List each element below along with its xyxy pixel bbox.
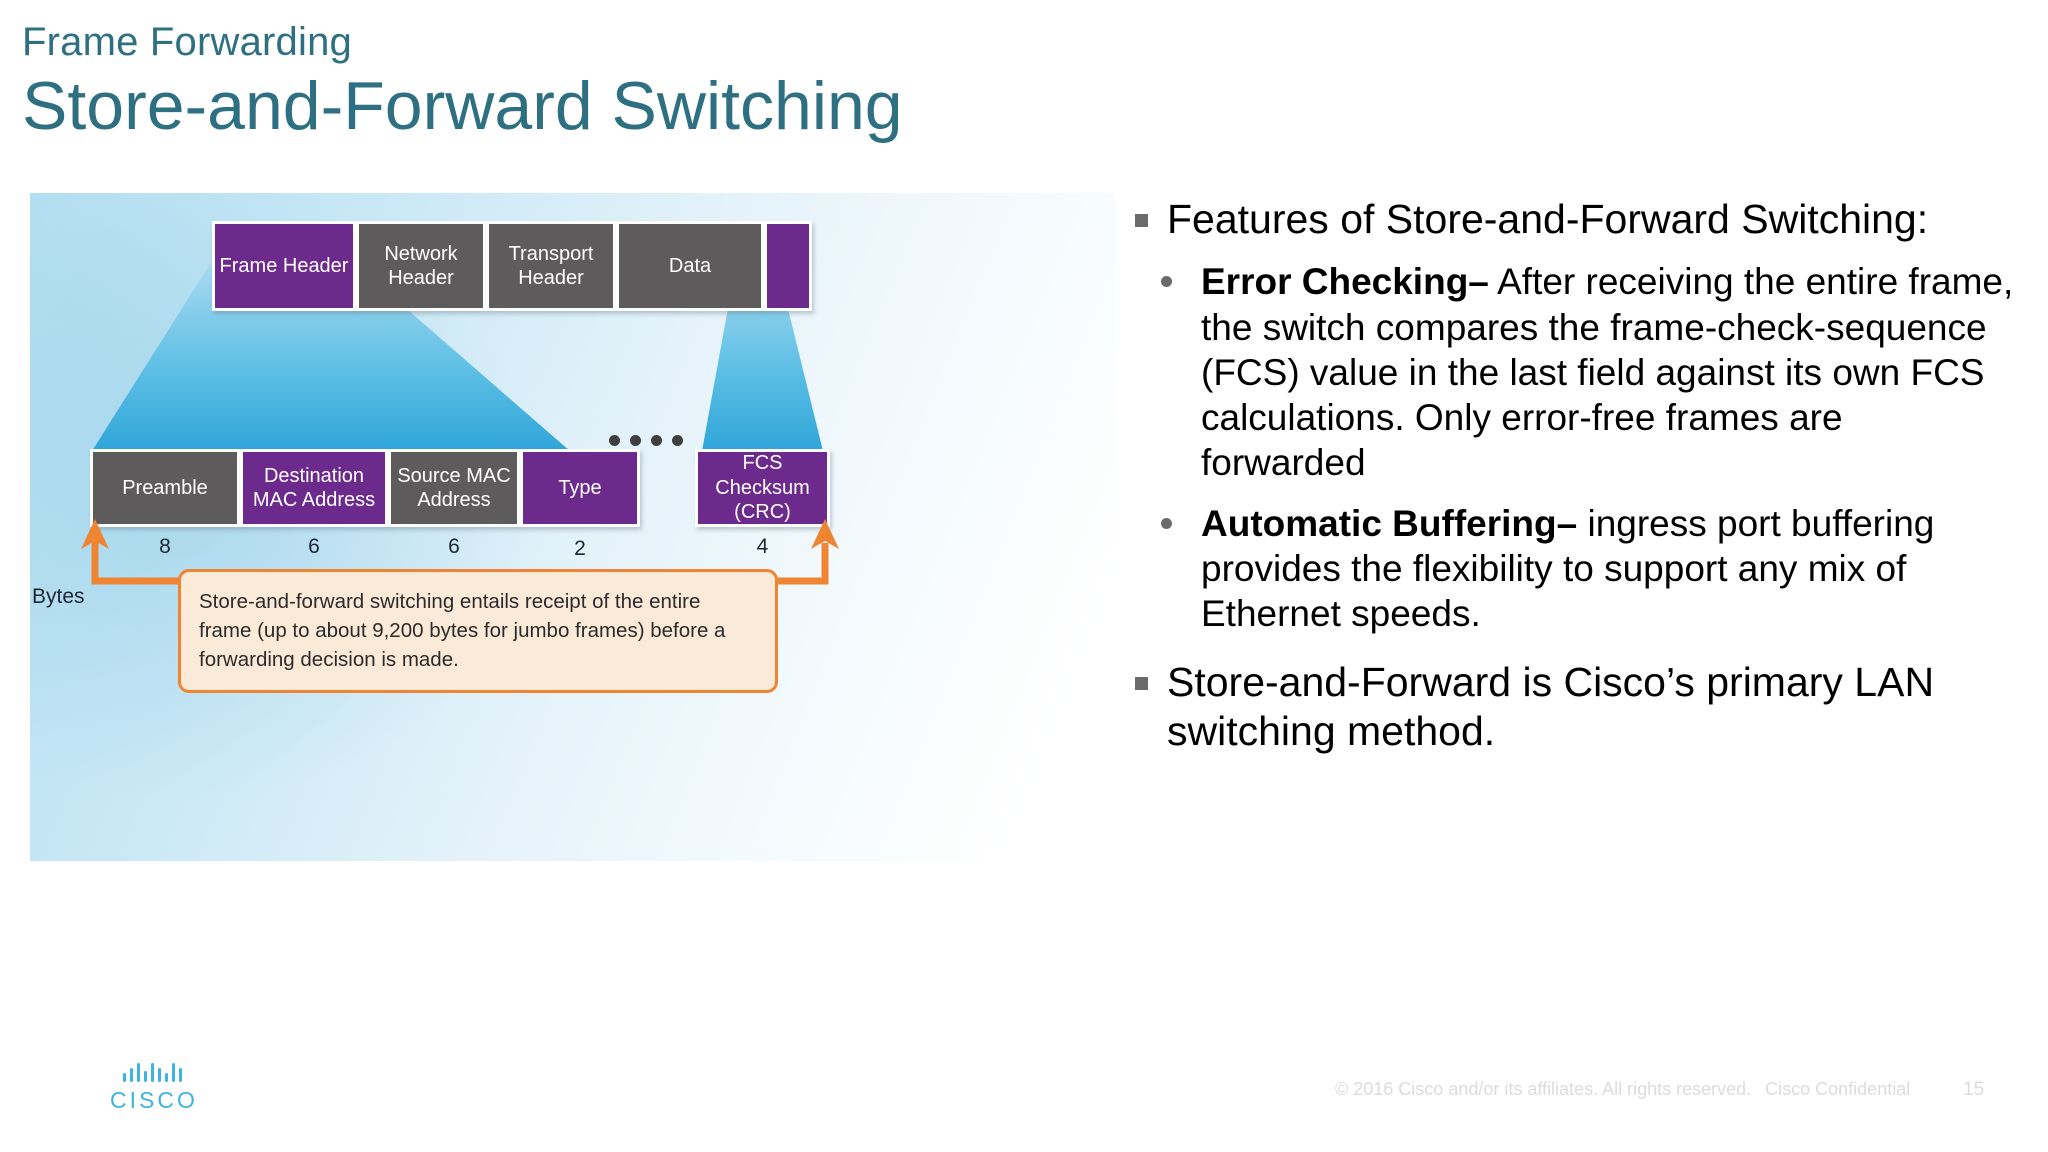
upper-block-label: Transport Header [508, 242, 594, 289]
frame-field-fcs-checksum: FCS Checksum (CRC) [695, 449, 830, 527]
square-bullet-icon [1135, 214, 1148, 227]
copyright-text: © 2016 Cisco and/or its affiliates. All … [1335, 1079, 1752, 1099]
upper-block-data: Data [616, 221, 764, 311]
upper-block-network-header: Network Header [356, 221, 486, 311]
round-bullet-icon [1161, 276, 1172, 288]
bullet-text: Store-and-Forward is Cisco’s primary LAN… [1167, 659, 1935, 754]
round-bullet-icon [1161, 518, 1172, 529]
upper-block-label: Frame Header [219, 254, 349, 277]
slide-header: Frame Forwarding Store-and-Forward Switc… [22, 22, 1422, 142]
upper-block-transport-header: Transport Header [486, 221, 616, 311]
frame-structure-diagram: Frame Header Network Header Transport He… [30, 193, 1115, 861]
frame-field-label: Destination MAC Address [252, 464, 376, 511]
frame-field-label: Preamble [122, 476, 208, 499]
cisco-bars-icon [110, 1062, 194, 1082]
bullet-list: Features of Store-and-Forward Switching:… [1135, 195, 2015, 763]
byte-count-fcs: 4 [756, 535, 769, 558]
sub-bullet-list: Error Checking– After receiving the enti… [1135, 259, 2015, 636]
upper-block-label: Data [668, 254, 712, 277]
page-title: Store-and-Forward Switching [22, 68, 903, 144]
sub-bullet-error-checking: Error Checking– After receiving the enti… [1135, 259, 2015, 485]
sub-bullet-term: Error Checking– [1201, 261, 1489, 303]
upper-block-label: Network Header [384, 242, 458, 289]
page-number: 15 [1963, 1079, 1985, 1100]
bullet-item-cisco-method: Store-and-Forward is Cisco’s primary LAN… [1135, 658, 2015, 755]
store-and-forward-bracket [81, 519, 839, 631]
slide-eyebrow: Frame Forwarding [22, 20, 352, 64]
byte-count-type: 2 [574, 537, 586, 560]
frame-field-label: Source MAC Address [397, 464, 511, 511]
bullet-text: Features of Store-and-Forward Switching: [1167, 196, 1929, 242]
frame-field-label: FCS Checksum (CRC) [715, 452, 810, 524]
sub-bullet-automatic-buffering: Automatic Buffering– ingress port buffer… [1135, 501, 2015, 636]
frame-field-source-mac: Source MAC Address [388, 449, 520, 527]
frame-field-label: Type [558, 476, 602, 499]
sub-bullet-text: ingress port buffering provides the flex… [1201, 503, 1935, 635]
cisco-logo: CISCO [110, 1062, 198, 1114]
byte-count-source-mac: 6 [448, 535, 460, 558]
upper-block-frame-header: Frame Header [212, 221, 356, 311]
confidential-text: Cisco Confidential [1765, 1079, 1911, 1099]
square-bullet-icon [1135, 677, 1148, 691]
byte-count-destination-mac: 6 [308, 535, 320, 558]
ellipsis-icon [609, 435, 683, 446]
upper-block-trailer [764, 221, 812, 311]
frame-field-type: Type [520, 449, 640, 527]
frame-field-destination-mac: Destination MAC Address [240, 449, 388, 527]
byte-count-preamble: 8 [159, 535, 171, 558]
cisco-wordmark: CISCO [110, 1087, 198, 1113]
callout-box: Store-and-forward switching entails rece… [178, 569, 778, 694]
frame-field-preamble: Preamble [90, 449, 240, 527]
bytes-axis-label: Bytes [32, 585, 85, 608]
footer-copyright: © 2016 Cisco and/or its affiliates. All … [1335, 1079, 1910, 1100]
sub-bullet-text: After receiving the entire frame, the sw… [1201, 261, 2014, 483]
callout-text: Store-and-forward switching entails rece… [199, 590, 726, 672]
bullet-item-features: Features of Store-and-Forward Switching: [1135, 195, 2015, 243]
sub-bullet-term: Automatic Buffering– [1201, 503, 1578, 544]
